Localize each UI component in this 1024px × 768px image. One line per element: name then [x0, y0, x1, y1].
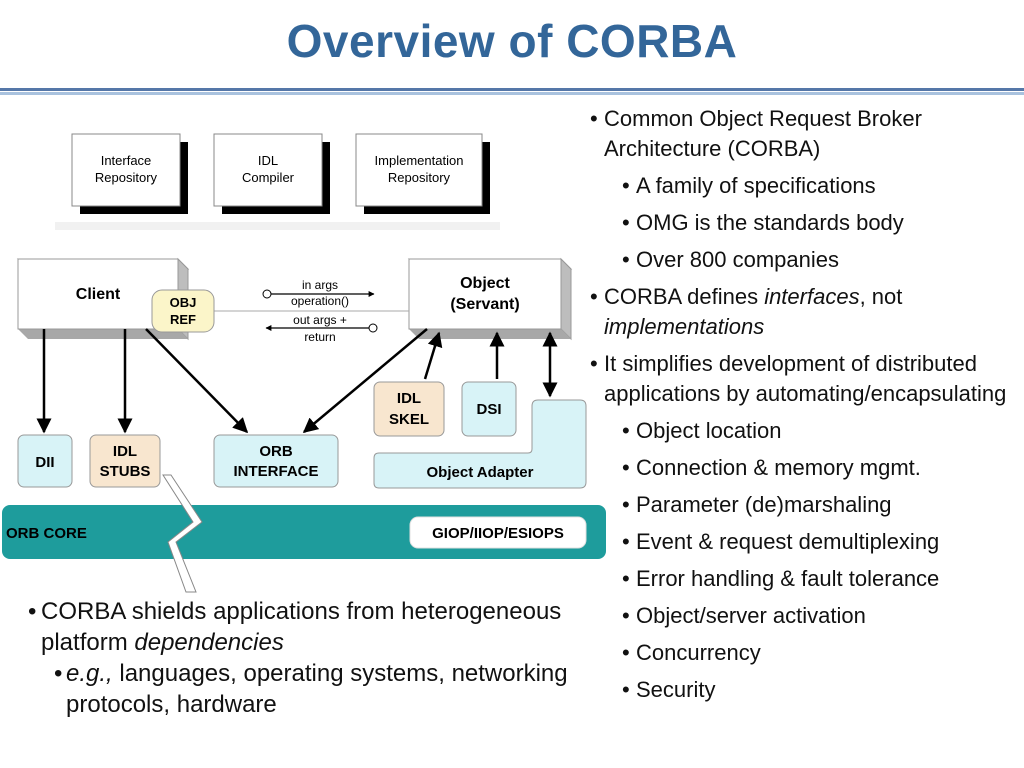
- in-args-arrow: in args operation(): [262, 278, 375, 308]
- orb-interface-box: ORB INTERFACE: [213, 434, 339, 488]
- in-args-label: in args: [302, 278, 338, 292]
- bullet-corba-shields: CORBA shields applications from heteroge…: [28, 596, 568, 658]
- bullet-demultiplexing: Event & request demultiplexing: [590, 527, 1010, 557]
- operation-label: operation(): [291, 294, 349, 308]
- title-rule-dark: [0, 88, 1024, 91]
- bullet-interfaces-em: interfaces: [764, 284, 860, 309]
- object-to-orb-interface-arrow: [302, 328, 428, 433]
- bottom-bullet-list: CORBA shields applications from heteroge…: [28, 596, 568, 720]
- dii-box: DII: [17, 434, 73, 488]
- bullet-shields-text: CORBA shields applications from heteroge…: [41, 598, 562, 656]
- interface-repository-box: Interface Repository: [71, 133, 188, 214]
- interface-repository-label-2: Repository: [95, 170, 158, 185]
- bullet-activation: Object/server activation: [590, 601, 1010, 631]
- bullet-family-specs: A family of specifications: [590, 171, 1010, 201]
- return-label: return: [304, 330, 335, 344]
- idl-compiler-box: IDL Compiler: [213, 133, 330, 214]
- object-adapter-box: Object Adapter: [373, 399, 587, 489]
- object-adapter-label: Object Adapter: [427, 464, 534, 481]
- protocols-label: GIOP/IIOP/ESIOPS: [432, 525, 564, 542]
- orb-interface-label-1: ORB: [259, 443, 293, 460]
- title-rule-light: [0, 92, 1024, 95]
- bullet-error-handling: Error handling & fault tolerance: [590, 564, 1010, 594]
- skel-to-object-arrow: [423, 331, 443, 380]
- client-label: Client: [76, 286, 121, 303]
- obj-ref-badge: OBJ REF: [151, 289, 215, 333]
- obj-ref-label-2: REF: [170, 312, 196, 327]
- orb-core-label: ORB CORE: [6, 525, 87, 542]
- bullet-object-location: Object location: [590, 416, 1010, 446]
- page-title: Overview of CORBA: [286, 15, 738, 67]
- right-bullet-list: Common Object Request Broker Architectur…: [590, 104, 1010, 712]
- bullet-concurrency: Concurrency: [590, 638, 1010, 668]
- orb-core-bar: ORB CORE GIOP/IIOP/ESIOPS: [2, 505, 606, 559]
- implementation-repository-label-1: Implementation: [375, 153, 464, 168]
- idl-skel-label-1: IDL: [397, 390, 421, 407]
- out-args-label: out args +: [293, 313, 347, 327]
- bullet-corba-definition: Common Object Request Broker Architectur…: [590, 104, 1010, 164]
- idl-stubs-box: IDL STUBS: [89, 434, 161, 488]
- orb-interface-label-2: INTERFACE: [233, 463, 318, 480]
- bullet-examples: e.g., languages, operating systems, netw…: [28, 658, 568, 720]
- object-servant-label-1: Object: [460, 275, 510, 292]
- object-servant-label-2: (Servant): [450, 296, 519, 313]
- idl-skel-box: IDL SKEL: [373, 381, 445, 437]
- bullet-companies: Over 800 companies: [590, 245, 1010, 275]
- dii-label: DII: [35, 454, 54, 471]
- bullet-connection: Connection & memory mgmt.: [590, 453, 1010, 483]
- implementation-repository-label-2: Repository: [388, 170, 451, 185]
- implementation-repository-box: Implementation Repository: [355, 133, 490, 214]
- interface-repository-label-1: Interface: [101, 153, 152, 168]
- obj-ref-label-1: OBJ: [170, 295, 197, 310]
- bullet-security: Security: [590, 675, 1010, 705]
- bullet-interfaces: CORBA defines interfaces, not implementa…: [590, 282, 1010, 342]
- bullet-marshaling: Parameter (de)marshaling: [590, 490, 1010, 520]
- idl-compiler-label-2: Compiler: [242, 170, 295, 185]
- object-servant-box: Object (Servant): [407, 257, 573, 341]
- idl-skel-label-2: SKEL: [389, 411, 429, 428]
- bullet-omg: OMG is the standards body: [590, 208, 1010, 238]
- dsi-box: DSI: [461, 381, 517, 437]
- dsi-label: DSI: [476, 401, 501, 418]
- bullet-eg-em: e.g.,: [66, 660, 113, 687]
- bullet-simplifies: It simplifies development of distributed…: [590, 349, 1010, 409]
- platform-break-zigzag: [162, 474, 203, 593]
- bullet-implementations-em: implementations: [604, 314, 765, 339]
- out-args-arrow: out args + return: [265, 313, 378, 344]
- bullet-examples-text: languages, operating systems, networking…: [66, 660, 568, 718]
- bullet-interfaces-text: CORBA defines: [604, 284, 765, 309]
- idl-compiler-label-1: IDL: [258, 153, 278, 168]
- idl-stubs-label-1: IDL: [113, 443, 137, 460]
- bullet-dependencies-em: dependencies: [134, 629, 284, 656]
- client-to-orb-interface-arrow: [145, 328, 249, 434]
- idl-stubs-label-2: STUBS: [100, 463, 151, 480]
- bullet-interfaces-mid: , not: [859, 284, 903, 309]
